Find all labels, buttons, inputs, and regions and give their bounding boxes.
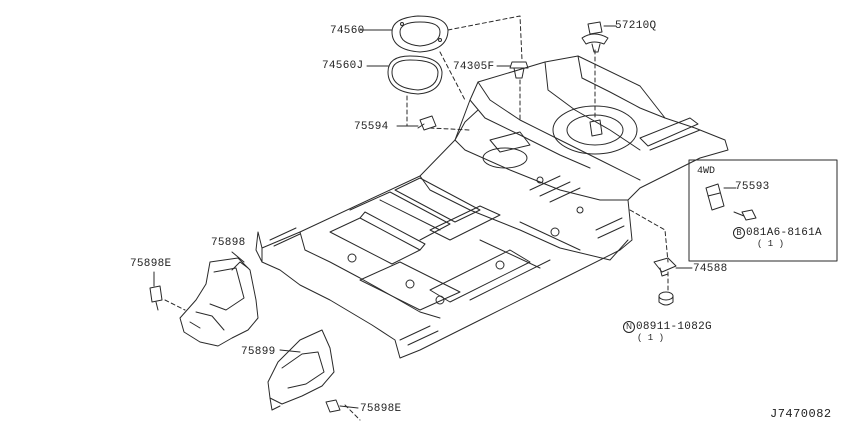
label-081A6-qty: ( 1 ) — [757, 239, 785, 249]
leader-lines — [164, 15, 669, 421]
bracket-75593 — [705, 183, 725, 211]
gasket-74560 — [391, 15, 449, 53]
nut-08911 — [658, 291, 674, 306]
label-74305F: 74305F — [453, 61, 495, 73]
label-75593: 75593 — [735, 181, 770, 193]
label-75898E-left: 75898E — [130, 258, 172, 270]
label-75898E-bottom: 75898E — [360, 403, 402, 415]
label-57210Q: 57210Q — [615, 20, 657, 32]
label-081A6: 081A6-8161A — [746, 227, 822, 239]
label-75898: 75898 — [211, 237, 246, 249]
label-74588: 74588 — [693, 263, 728, 275]
nut-marker-icon: N — [623, 321, 635, 333]
label-08911-qty: ( 1 ) — [637, 333, 665, 343]
label-74560: 74560 — [330, 25, 365, 37]
label-08911: 08911-1082G — [636, 321, 712, 333]
bracket-74588 — [653, 257, 677, 277]
bolt-marker-icon: B — [733, 227, 745, 239]
label-75899: 75899 — [241, 346, 276, 358]
label-75594: 75594 — [354, 121, 389, 133]
grommet-57210Q — [581, 21, 609, 53]
splash-guard-75899 — [267, 329, 335, 411]
diagram-reference-code: J7470082 — [770, 407, 832, 421]
label-74560J: 74560J — [322, 60, 364, 72]
4wd-box — [688, 159, 838, 262]
floor-panel — [255, 55, 729, 359]
clip-75898E-bottom — [325, 399, 359, 413]
clip-75898E-left — [149, 285, 163, 311]
box-title-4wd: 4WD — [697, 166, 716, 177]
clip-75594 — [417, 115, 437, 131]
plug-74305F — [509, 61, 529, 79]
seal-ring-74560J — [387, 55, 443, 95]
splash-guard-75898 — [179, 257, 259, 347]
bolt-081A6 — [733, 209, 757, 221]
